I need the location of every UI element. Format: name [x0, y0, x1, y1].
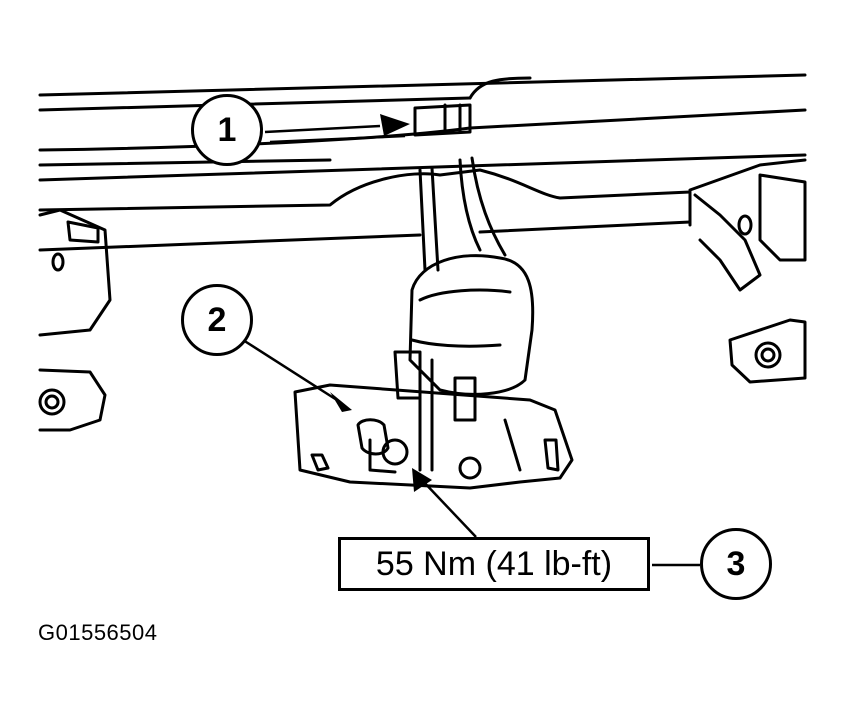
torque-spec-text: 55 Nm (41 lb-ft): [375, 544, 613, 583]
callout-3: 3: [700, 528, 772, 600]
wire-connector: [393, 350, 477, 472]
callout-3-label: 3: [726, 544, 746, 583]
seat-crossmember: [38, 73, 807, 182]
torque-spec-box: 55 Nm (41 lb-ft): [338, 537, 650, 591]
left-seat-bracket: [38, 208, 112, 432]
leader-arrowheads: [330, 114, 432, 492]
buckle-cable: [418, 156, 507, 272]
figure-id: G01556504: [38, 620, 158, 645]
callout-1-label: 1: [217, 110, 237, 149]
callout-1: 1: [191, 94, 263, 166]
buckle-body: [408, 254, 535, 396]
right-seat-bracket: [688, 158, 807, 384]
leader-lines: [242, 124, 700, 567]
anchor-plate: [293, 383, 574, 490]
buckle-clip: [413, 103, 472, 137]
callout-2-label: 2: [207, 300, 227, 339]
anchor-bolt: [356, 418, 482, 480]
callout-2: 2: [181, 284, 253, 356]
seat-lower-rail: [38, 168, 692, 252]
